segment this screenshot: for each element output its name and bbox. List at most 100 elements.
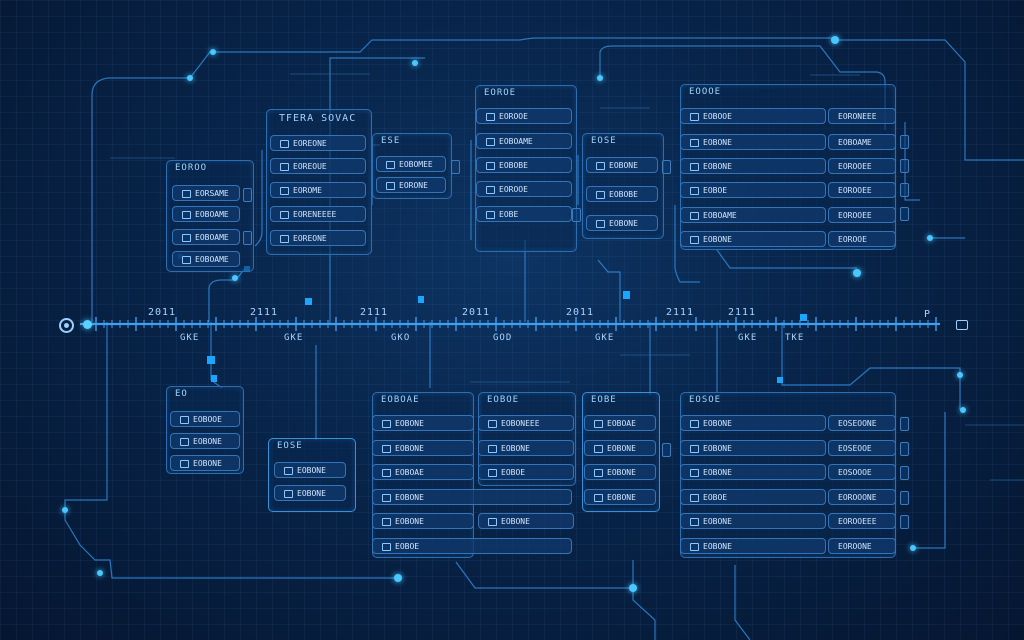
list-item[interactable]: EORENEEEE [270, 206, 366, 222]
value-cell[interactable]: EOROOEE [828, 182, 896, 198]
list-item[interactable]: EOBONE [680, 158, 826, 174]
list-item[interactable]: EOBOE [680, 489, 826, 505]
list-item[interactable]: EOBONE [680, 464, 826, 480]
toggle-slot[interactable] [900, 491, 909, 505]
toggle-slot[interactable] [900, 417, 909, 431]
list-item[interactable]: EOBONE [170, 433, 240, 449]
item-icon [280, 210, 289, 219]
list-item[interactable]: EOBOAME [172, 229, 240, 245]
toggle-slot[interactable] [900, 207, 909, 221]
list-item[interactable]: EOBONE [680, 513, 826, 529]
timeline-year-label: 2011 [566, 307, 595, 318]
item-icon [594, 468, 603, 477]
list-item[interactable]: EOBOMEE [376, 156, 446, 172]
list-item[interactable]: EOBOAE [372, 464, 474, 480]
toggle-slot[interactable] [243, 188, 252, 202]
list-item[interactable]: EOBOAE [584, 415, 656, 431]
value-cell[interactable]: EOSEOOE [828, 440, 896, 456]
toggle-slot[interactable] [662, 160, 671, 174]
list-item[interactable]: EOBOOE [680, 108, 826, 124]
toggle-slot[interactable] [900, 515, 909, 529]
list-item[interactable]: EORSAME [172, 185, 240, 201]
list-item[interactable]: EOBONEEE [478, 415, 574, 431]
toggle-slot[interactable] [900, 466, 909, 480]
list-item[interactable]: EOBONE [680, 440, 826, 456]
toggle-slot[interactable] [451, 160, 460, 174]
list-item[interactable]: EOBONE [584, 464, 656, 480]
list-item[interactable]: EOROOE [476, 108, 572, 124]
value-cell[interactable]: EOROOE [828, 231, 896, 247]
list-item[interactable]: EOBONE [372, 415, 474, 431]
list-item[interactable]: EOBE [476, 206, 572, 222]
list-item[interactable]: EOBOAME [680, 207, 826, 223]
toggle-slot[interactable] [572, 208, 581, 222]
list-item[interactable]: EORONE [376, 177, 446, 193]
list-item[interactable]: EOBOAME [476, 133, 572, 149]
value-cell[interactable]: EOROOONE [828, 489, 896, 505]
list-item[interactable]: EOBOE [478, 464, 574, 480]
value-cell[interactable]: EORONEEE [828, 108, 896, 124]
list-item[interactable]: EOBONE [478, 513, 574, 529]
list-item[interactable]: EOBONE [680, 415, 826, 431]
value-cell[interactable]: EOROOEEE [828, 513, 896, 529]
list-item[interactable]: EOBONE [680, 538, 826, 554]
item-icon [594, 444, 603, 453]
list-item[interactable]: EOBOAME [172, 251, 240, 267]
list-item[interactable]: EOBONE [586, 215, 658, 231]
list-item[interactable]: EOBOBE [476, 157, 572, 173]
list-item[interactable]: EOBONE [170, 455, 240, 471]
item-icon [690, 493, 699, 502]
item-icon [486, 185, 495, 194]
value-cell[interactable]: EOBOAME [828, 134, 896, 150]
value-cell[interactable]: EOSOOOE [828, 464, 896, 480]
list-item[interactable]: EOBONE [372, 513, 474, 529]
timeline-origin-node[interactable] [83, 320, 92, 329]
list-item[interactable]: EOBOOE [170, 411, 240, 427]
list-item[interactable]: EOREONE [270, 230, 366, 246]
list-item[interactable]: EOBONE [372, 489, 572, 505]
item-icon [382, 419, 391, 428]
value-cell[interactable]: EOROONE [828, 538, 896, 554]
item-icon [690, 186, 699, 195]
list-item[interactable]: EOBONE [372, 440, 474, 456]
timeline-start-node[interactable] [59, 318, 74, 333]
item-icon [690, 162, 699, 171]
list-item[interactable]: EOBOAME [172, 206, 240, 222]
value-cell[interactable]: EOSEOONE [828, 415, 896, 431]
item-icon [182, 210, 191, 219]
item-icon [690, 112, 699, 121]
toggle-slot[interactable] [900, 159, 909, 173]
list-item[interactable]: EOBONE [584, 489, 656, 505]
toggle-slot[interactable] [243, 231, 252, 245]
item-icon [284, 466, 293, 475]
item-icon [382, 468, 391, 477]
list-item[interactable]: EOBONE [584, 440, 656, 456]
list-item[interactable]: EOREONE [270, 135, 366, 151]
list-item[interactable]: EOBOE [680, 182, 826, 198]
value-cell[interactable]: EOROOEE [828, 158, 896, 174]
list-item[interactable]: EOREOUE [270, 158, 366, 174]
panel-title: EOSE [277, 441, 303, 451]
value-cell[interactable]: EOROOEE [828, 207, 896, 223]
list-item[interactable]: EOBONE [586, 157, 658, 173]
list-item[interactable]: EOBONE [478, 440, 574, 456]
list-item[interactable]: EOBOBE [586, 186, 658, 202]
item-icon [486, 137, 495, 146]
list-item[interactable]: EOBONE [680, 231, 826, 247]
timeline-end-node[interactable] [956, 320, 968, 330]
toggle-slot[interactable] [900, 183, 909, 197]
item-icon [382, 493, 391, 502]
toggle-slot[interactable] [900, 135, 909, 149]
item-icon [596, 190, 605, 199]
toggle-slot[interactable] [662, 443, 671, 457]
panel-title: EOROO [175, 163, 208, 173]
toggle-slot[interactable] [900, 442, 909, 456]
item-icon [182, 233, 191, 242]
list-item[interactable]: EOBONE [274, 462, 346, 478]
list-item[interactable]: EOBONE [680, 134, 826, 150]
list-item[interactable]: EOBONE [274, 485, 346, 501]
list-item[interactable]: EOROME [270, 182, 366, 198]
list-item[interactable]: EOBOE [372, 538, 572, 554]
list-item[interactable]: EOROOE [476, 181, 572, 197]
